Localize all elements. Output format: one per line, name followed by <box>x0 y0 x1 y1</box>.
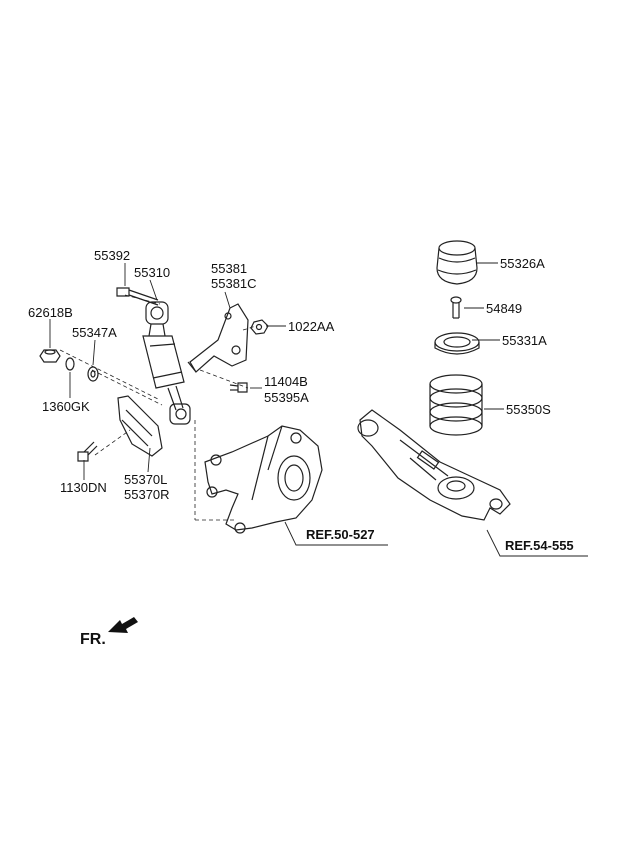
label-55331a: 55331A <box>502 333 547 348</box>
ref-knuckle-label: REF.50-527 <box>306 527 375 542</box>
bolt-54849-drawing <box>451 297 461 318</box>
label-55381: 55381 <box>211 261 248 276</box>
label-54849: 54849 <box>486 301 523 316</box>
label-55392: 55392 <box>94 248 131 263</box>
bolt-11404b-drawing <box>230 383 247 392</box>
bump-stopper-drawing <box>437 241 477 284</box>
label-55370l: 55370L <box>124 472 168 487</box>
washer-55347a-drawing <box>88 367 98 381</box>
label-55326a: 55326A <box>500 256 545 271</box>
label-55395a: 55395A <box>264 390 309 405</box>
spring-pad-drawing <box>435 333 479 354</box>
leader-lines <box>50 263 588 556</box>
washer-1360gk-drawing <box>66 358 74 370</box>
front-direction-arrow-icon <box>108 617 138 633</box>
label-55370r: 55370R <box>124 487 170 502</box>
nut-62618b-drawing <box>40 350 60 362</box>
knuckle-drawing <box>205 426 322 533</box>
label-55310: 55310 <box>134 265 171 280</box>
bolt-1130dn-drawing <box>78 442 97 461</box>
label-62618b: 62618B <box>28 305 73 320</box>
ref-lower-arm-label: REF.54-555 <box>505 538 574 553</box>
label-55347a: 55347A <box>72 325 117 340</box>
label-55381c: 55381C <box>211 276 257 291</box>
shock-absorber-drawing <box>143 302 190 424</box>
lower-arm-drawing <box>358 410 510 520</box>
nut-1022aa-drawing <box>251 320 268 334</box>
bracket-55370-drawing <box>118 396 162 456</box>
label-1360gk: 1360GK <box>42 399 90 414</box>
label-1130dn: 1130DN <box>60 480 107 495</box>
front-marker-label: FR. <box>80 631 106 648</box>
label-55350s: 55350S <box>506 402 551 417</box>
label-11404b: 11404B <box>264 374 308 389</box>
bracket-55381-drawing <box>188 304 248 372</box>
label-1022aa: 1022AA <box>288 319 335 334</box>
coil-spring-drawing <box>430 375 482 435</box>
bolt-55392-drawing <box>117 288 158 305</box>
